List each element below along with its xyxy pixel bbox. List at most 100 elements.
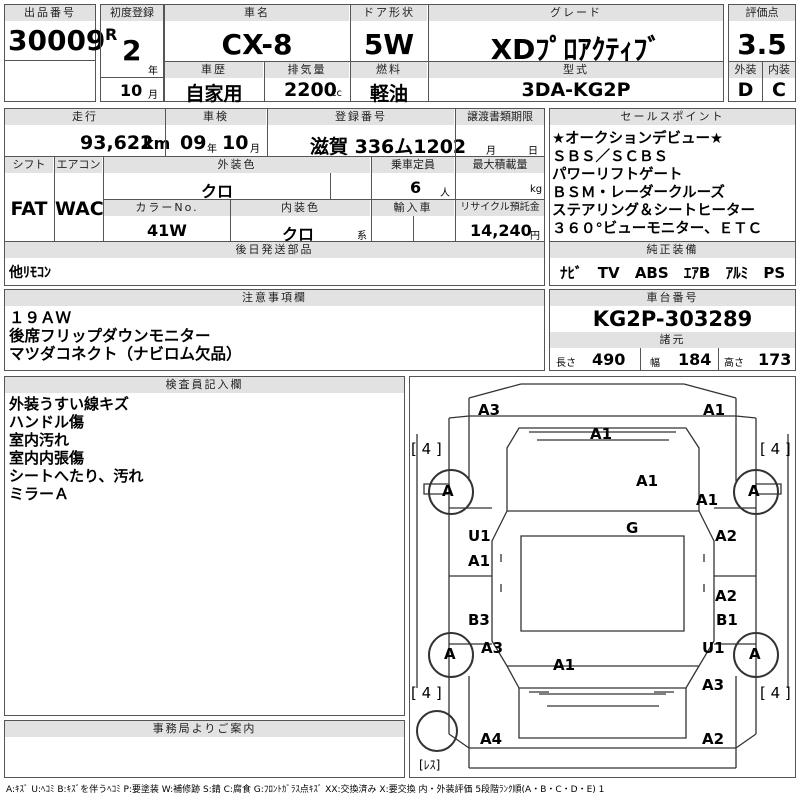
wheel-front-left: [428, 469, 474, 515]
capacity-label: 乗車定員: [372, 157, 454, 173]
damage-mark: A3: [478, 401, 501, 419]
notes-label: 注意事項欄: [5, 290, 544, 306]
damage-mark: A1: [703, 401, 726, 419]
transfer-day-unit: 日: [528, 146, 538, 157]
tire-depth: [ 4 ]: [760, 440, 791, 458]
inspector-line: シートへたり、汚れ: [9, 467, 144, 485]
interior-color-unit: 系: [357, 231, 367, 242]
damage-mark: B3: [468, 611, 490, 629]
sales-points-list: ★オークションデビュー★ ＳＢＳ／ＳＣＢＳ パワーリフトゲート ＢＳＭ・レーダー…: [552, 130, 762, 238]
recycle-fee: 14,240: [470, 221, 532, 240]
specs-label: 諸元: [550, 332, 795, 348]
sales-points-label: セールスポイント: [550, 109, 795, 125]
legend: A:ｷｽﾞ U:ﾍｺﾐ B:ｷｽﾞを伴うﾍｺﾐ P:要塗装 W:補修跡 S:錆 …: [6, 785, 605, 795]
damage-mark: A3: [481, 639, 504, 657]
inspector-line: 室内汚れ: [9, 431, 70, 449]
wheel-rear-left: [428, 632, 474, 678]
damage-mark: U1: [468, 527, 491, 545]
damage-mark: A2: [715, 587, 738, 605]
transfer-month-unit: 月: [486, 146, 496, 157]
wheel-rear-right: [733, 632, 779, 678]
width-label: 幅: [650, 358, 660, 369]
inspector-line: 室内内張傷: [9, 449, 85, 467]
shift-label: シフト: [5, 157, 53, 173]
fuel-label: 燃料: [351, 62, 427, 78]
max-load-label: 最大積載量: [456, 157, 544, 173]
office-box: [4, 720, 405, 778]
inspection-month: 10: [222, 132, 249, 154]
registration-number: 滋賀 336ム1202: [310, 136, 467, 158]
equipment-item: ﾅﾋﾞ: [560, 264, 583, 282]
first-registration-label: 初度登録: [101, 5, 163, 21]
year-unit: 年: [148, 66, 158, 77]
car-info-box: [164, 4, 724, 102]
damage-mark: G: [626, 519, 639, 537]
capacity: 6: [410, 178, 422, 197]
height-value: 173: [758, 350, 792, 369]
equipment-item: ｴｱB: [683, 264, 711, 282]
damage-mark: A: [749, 645, 761, 663]
transfer-deadline-label: 譲渡書類期限: [456, 109, 544, 125]
car-outline-diagram: [416, 383, 789, 769]
equipment-item: ｱﾙﾐ: [725, 264, 749, 282]
grade-label: グレード: [429, 5, 723, 21]
era-mark: R: [105, 25, 118, 44]
score: 3.5: [737, 28, 787, 61]
damage-mark: A3: [702, 676, 725, 694]
interior-grade: C: [772, 79, 786, 101]
later-parts: 他ﾘﾓｺﾝ: [9, 265, 51, 281]
inspection-label: 車検: [166, 109, 266, 125]
equipment-label: 純正装備: [550, 242, 795, 258]
spare-wheel: [416, 710, 458, 752]
office-label: 事務局よりご案内: [5, 721, 404, 737]
later-parts-label: 後日発送部品: [5, 242, 544, 258]
tire-depth: [ 4 ]: [411, 440, 442, 458]
displacement-unit: cc: [331, 88, 342, 99]
damage-mark: A1: [590, 425, 613, 443]
first-registration-box: [100, 4, 164, 102]
details-box: [4, 108, 545, 286]
car-name: CX-8: [221, 28, 293, 61]
score-label: 評価点: [729, 5, 795, 21]
notes-list: １９ＡＷ 後席フリップダウンモニター マツダコネクト（ナビロム欠品）: [9, 309, 242, 363]
mileage-label: 走行: [5, 109, 165, 125]
door-type-label: ドア形状: [351, 5, 427, 21]
registration-label: 登録番号: [268, 109, 454, 125]
damage-mark: A2: [715, 527, 738, 545]
inspection-year: 09: [180, 132, 207, 154]
max-load-unit: kg: [530, 184, 543, 195]
color-no: 41W: [147, 221, 187, 240]
damage-mark: B1: [716, 611, 738, 629]
inspection-year-unit: 年: [207, 144, 217, 155]
grade: XDﾌﾟﾛｱｸﾃｨﾌﾞ: [490, 33, 662, 66]
damage-mark: A1: [553, 656, 576, 674]
note-line: 後席フリップダウンモニター: [9, 327, 211, 345]
damage-mark: A: [444, 645, 456, 663]
inspector-notes: 外装うすい線キズ ハンドル傷 室内汚れ 室内内張傷 シートへたり、汚れ ミラーＡ: [9, 395, 143, 503]
exterior-color: クロ: [200, 182, 233, 201]
damage-mark: A: [748, 482, 760, 500]
length-value: 490: [592, 350, 626, 369]
damage-mark: A4: [480, 730, 503, 748]
wheel-front-right: [733, 469, 779, 515]
chassis-box: [549, 289, 796, 371]
exterior-grade-label: 外装: [729, 62, 762, 78]
chassis-number: KG2P-303289: [592, 307, 753, 331]
sales-point: パワーリフトゲート: [552, 167, 683, 183]
damage-mark: A1: [468, 552, 491, 570]
note-line: １９ＡＷ: [9, 309, 72, 327]
damage-mark: A: [442, 482, 454, 500]
equipment-item: ABS: [634, 264, 669, 282]
capacity-unit: 人: [440, 188, 450, 199]
inspector-line: ミラーＡ: [9, 485, 70, 503]
model-code-label: 型式: [429, 62, 723, 78]
lot-number-label: 出品番号: [5, 5, 95, 21]
damage-mark: A1: [636, 472, 659, 490]
equipment-list: ﾅﾋﾞ TV ABS ｴｱB ｱﾙﾐ PS PW: [560, 262, 800, 283]
color-no-label: カラーNo.: [104, 200, 230, 216]
height-label: 高さ: [724, 358, 744, 369]
inspector-label: 検査員記入欄: [5, 377, 404, 393]
lot-number-box: [4, 4, 96, 102]
damage-mark: U1: [702, 639, 725, 657]
damage-mark: A1: [696, 491, 719, 509]
